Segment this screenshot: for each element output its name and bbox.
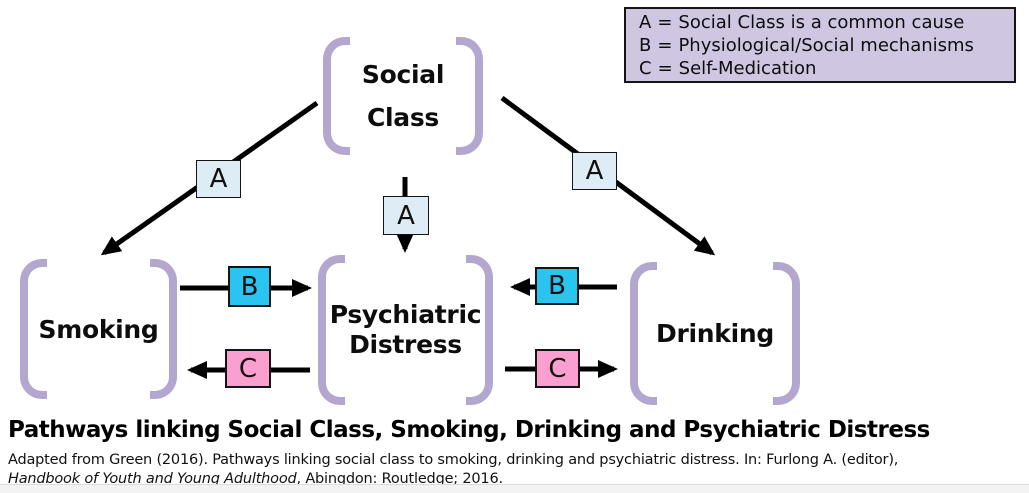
pathway-label-a-social-psychiatric: A xyxy=(383,196,429,235)
legend-item-equals: = xyxy=(657,35,673,56)
legend-item-key: C xyxy=(639,58,652,79)
bracket-right xyxy=(773,262,800,405)
figure-caption-line2: Handbook of Youth and Young Adulthood, A… xyxy=(8,470,898,489)
figure-caption-line1: Adapted from Green (2016). Pathways link… xyxy=(8,452,899,468)
legend-item-key: B xyxy=(639,35,652,56)
bracket-left xyxy=(323,37,350,155)
legend-item-desc: Physiological/Social mechanisms xyxy=(678,35,974,56)
bracket-right xyxy=(466,255,493,405)
figure-title: Pathways linking Social Class, Smoking, … xyxy=(8,417,930,443)
node-drinking: Drinking xyxy=(630,262,800,405)
bracket-left xyxy=(630,262,657,405)
node-psychiatric-line1: Psychiatric xyxy=(329,300,482,329)
pathway-label-c-psychiatric-smoking: C xyxy=(225,349,271,388)
pathway-label-a-social-drinking: A xyxy=(572,152,617,190)
bracket-left xyxy=(20,259,47,399)
legend-item-equals: = xyxy=(657,58,673,79)
bracket-right xyxy=(456,37,483,155)
node-social-class-line2: Class xyxy=(366,103,440,132)
pathway-label-a-social-smoking: A xyxy=(196,160,241,198)
legend-item: A=Social Class is a common cause xyxy=(639,11,1014,34)
node-psychiatric-distress-label: Psychiatric Distress xyxy=(293,255,518,405)
pathway-label-b-drinking-psychiatric: B xyxy=(535,267,579,305)
node-social-class-line1: Social xyxy=(361,60,445,89)
node-smoking-label: Smoking xyxy=(38,314,159,344)
node-social-class-label: Social Class xyxy=(298,37,508,155)
node-psychiatric-distress: Psychiatric Distress xyxy=(318,255,493,405)
node-psychiatric-line2: Distress xyxy=(349,330,462,359)
pathway-label-c-psychiatric-drinking: C xyxy=(535,349,580,388)
legend-box: A=Social Class is a common cause B=Physi… xyxy=(624,7,1016,83)
legend-item-desc: Social Class is a common cause xyxy=(678,12,965,33)
figure-caption-line2-rest: , Abingdon: Routledge; 2016. xyxy=(296,470,504,487)
legend-item-equals: = xyxy=(657,12,673,33)
bracket-right xyxy=(150,259,177,399)
bottom-strip-divider xyxy=(0,484,1029,493)
legend-item-key: A xyxy=(639,12,652,33)
node-smoking: Smoking xyxy=(20,259,177,399)
figure-caption: Adapted from Green (2016). Pathways link… xyxy=(8,451,898,488)
figure-caption-book-title: Handbook of Youth and Young Adulthood xyxy=(8,470,297,487)
legend-item-desc: Self-Medication xyxy=(678,58,817,79)
node-social-class: Social Class xyxy=(323,37,483,155)
pathway-label-b-smoking-psychiatric: B xyxy=(228,266,271,307)
node-drinking-label: Drinking xyxy=(656,319,774,348)
bracket-left xyxy=(318,255,345,405)
legend-item: C=Self-Medication xyxy=(639,57,1014,80)
legend-item: B=Physiological/Social mechanisms xyxy=(639,34,1014,57)
